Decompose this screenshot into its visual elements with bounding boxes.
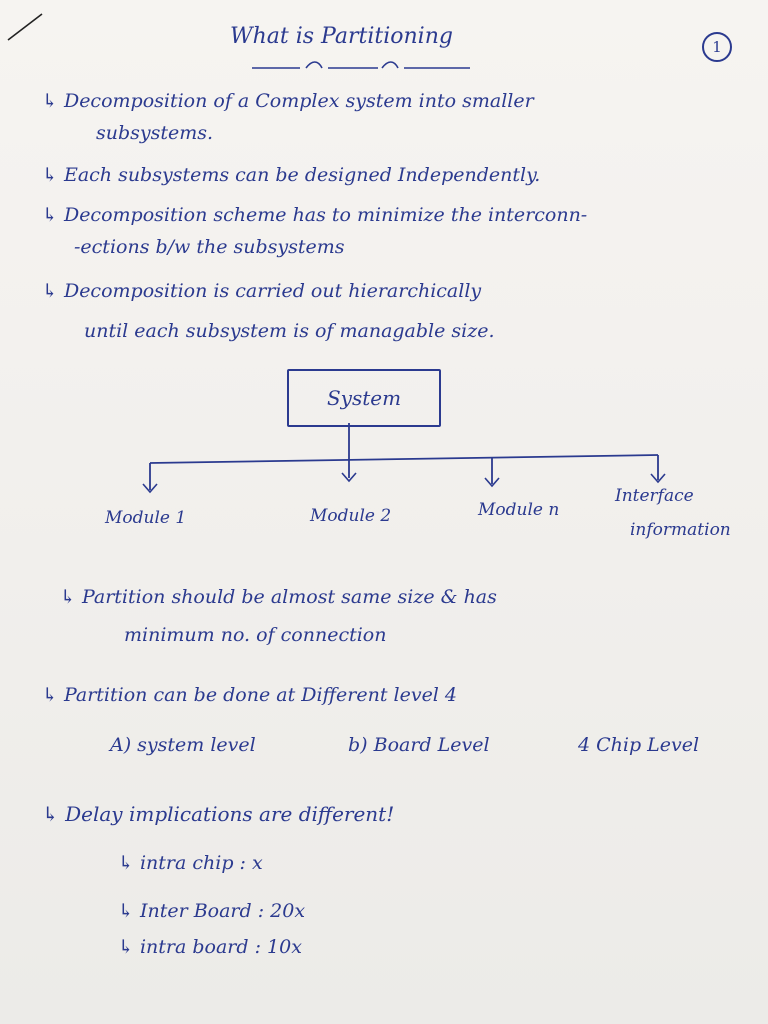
module-1-label: Module 1 — [105, 508, 187, 528]
delay-heading: ↳ Delay implications are different! — [42, 802, 395, 826]
system-box: System — [287, 369, 441, 427]
title-underline — [252, 61, 470, 69]
module-2-label: Module 2 — [310, 506, 392, 526]
interface-label: Interface — [615, 486, 694, 506]
arrow-module-1 — [142, 483, 158, 494]
delay-intra-board: ↳ intra board : 10x — [118, 936, 302, 958]
intro-line-4: ↳ Decomposition is carried out hierarchi… — [42, 280, 482, 302]
partition-line-2: ↳ Partition can be done at Different lev… — [42, 684, 458, 706]
intro-line-4b: until each subsystem is of managable siz… — [84, 320, 495, 342]
page-title: What is Partitioning — [230, 24, 453, 49]
arrow-module-n — [484, 477, 500, 488]
level-chip: 4 Chip Level — [578, 734, 700, 756]
delay-inter-board: ↳ Inter Board : 20x — [118, 900, 306, 922]
branch-bar — [149, 454, 659, 464]
intro-line-1: ↳ Decomposition of a Complex system into… — [42, 90, 534, 112]
corner-pen-mark — [7, 13, 43, 41]
arrow-interface — [650, 473, 666, 484]
partition-line-1b: minimum no. of connection — [124, 624, 387, 646]
level-system: A) system level — [110, 734, 256, 756]
intro-line-1b: subsystems. — [96, 122, 214, 144]
intro-line-3b: -ections b/w the subsystems — [74, 236, 345, 258]
intro-line-2: ↳ Each subsystems can be designed Indepe… — [42, 164, 541, 186]
partition-line-1: ↳ Partition should be almost same size &… — [60, 586, 497, 608]
level-board: b) Board Level — [348, 734, 490, 756]
delay-intra-chip: ↳ intra chip : x — [118, 852, 263, 874]
module-n-label: Module n — [478, 500, 560, 520]
arrow-module-2 — [341, 472, 357, 483]
information-label: information — [630, 520, 731, 540]
intro-line-3: ↳ Decomposition scheme has to minimize t… — [42, 204, 588, 226]
page-number: 1 — [702, 32, 732, 62]
